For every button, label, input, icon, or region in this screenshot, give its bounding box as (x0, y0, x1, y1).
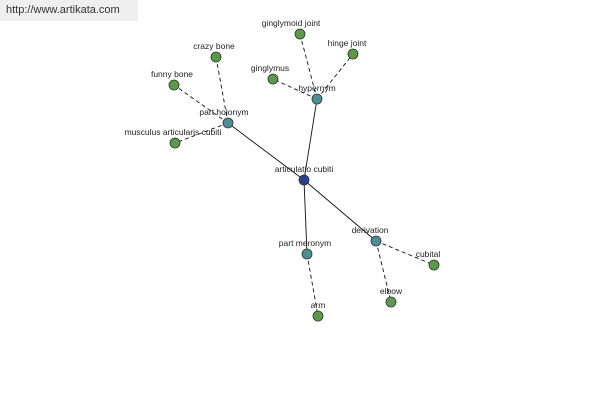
node-circle-hypernym[interactable] (311, 93, 323, 105)
node-label-part-holonym: part holonym (199, 107, 248, 117)
node-label-crazy-bone: crazy bone (193, 41, 235, 51)
edge-articulatio-cubiti-part-holonym (227, 122, 305, 181)
node-label-elbow: elbow (380, 286, 403, 296)
node-label-articulatio-cubiti: articulatio cubiti (275, 164, 334, 174)
node-derivation[interactable]: derivation (352, 225, 389, 247)
node-arm[interactable]: arm (311, 300, 326, 322)
node-label-ginglymoid-joint: ginglymoid joint (262, 18, 321, 28)
node-label-arm: arm (311, 300, 326, 310)
edges-layer (173, 33, 435, 317)
node-crazy-bone[interactable]: crazy bone (193, 41, 235, 63)
node-circle-funny-bone[interactable] (168, 79, 180, 91)
node-label-hinge-joint: hinge joint (328, 38, 367, 48)
node-label-part-meronym: part meronym (279, 238, 331, 248)
edge-hypernym-ginglymus (272, 78, 318, 100)
nodes-layer: articulatio cubiti part holonym hypernym pa… (125, 18, 441, 322)
node-circle-musculus-articularis-cubiti[interactable] (169, 137, 181, 149)
edge-hypernym-hinge-joint (316, 53, 354, 100)
node-circle-part-holonym[interactable] (222, 117, 234, 129)
edge-derivation-cubital (375, 240, 435, 266)
watermark-url: http://www.artikata.com (0, 0, 138, 21)
edge-articulatio-cubiti-part-meronym (303, 179, 308, 255)
edge-articulatio-cubiti-derivation (303, 179, 377, 242)
edge-derivation-elbow (375, 240, 392, 303)
node-cubital[interactable]: cubital (416, 249, 441, 271)
node-circle-ginglymoid-joint[interactable] (294, 28, 306, 40)
node-hinge-joint[interactable]: hinge joint (328, 38, 367, 60)
node-label-derivation: derivation (352, 225, 389, 235)
node-funny-bone[interactable]: funny bone (151, 69, 193, 91)
node-label-musculus-articularis-cubiti: musculus articularis cubiti (125, 127, 222, 137)
node-hypernym[interactable]: hypernym (298, 83, 336, 105)
node-circle-articulatio-cubiti[interactable] (298, 174, 310, 186)
edge-part-holonym-musculus-articularis-cubiti (174, 122, 229, 144)
node-circle-crazy-bone[interactable] (210, 51, 222, 63)
node-ginglymus[interactable]: ginglymus (251, 63, 289, 85)
node-circle-elbow[interactable] (385, 296, 397, 308)
node-label-hypernym: hypernym (298, 83, 335, 93)
node-circle-arm[interactable] (312, 310, 324, 322)
node-ginglymoid-joint[interactable]: ginglymoid joint (262, 18, 321, 40)
node-musculus-articularis-cubiti[interactable]: musculus articularis cubiti (125, 127, 222, 149)
node-circle-cubital[interactable] (428, 259, 440, 271)
node-elbow[interactable]: elbow (380, 286, 403, 308)
edge-part-meronym-arm (306, 253, 319, 317)
node-label-ginglymus: ginglymus (251, 63, 289, 73)
edge-articulatio-cubiti-hypernym (303, 98, 318, 181)
node-articulatio-cubiti[interactable]: articulatio cubiti (275, 164, 334, 186)
node-label-cubital: cubital (416, 249, 441, 259)
node-label-funny-bone: funny bone (151, 69, 193, 79)
node-part-holonym[interactable]: part holonym (199, 107, 249, 129)
node-circle-derivation[interactable] (370, 235, 382, 247)
edge-part-holonym-funny-bone (173, 84, 229, 124)
node-circle-part-meronym[interactable] (301, 248, 313, 260)
node-circle-ginglymus[interactable] (267, 73, 279, 85)
node-circle-hinge-joint[interactable] (347, 48, 359, 60)
node-part-meronym[interactable]: part meronym (279, 238, 331, 260)
